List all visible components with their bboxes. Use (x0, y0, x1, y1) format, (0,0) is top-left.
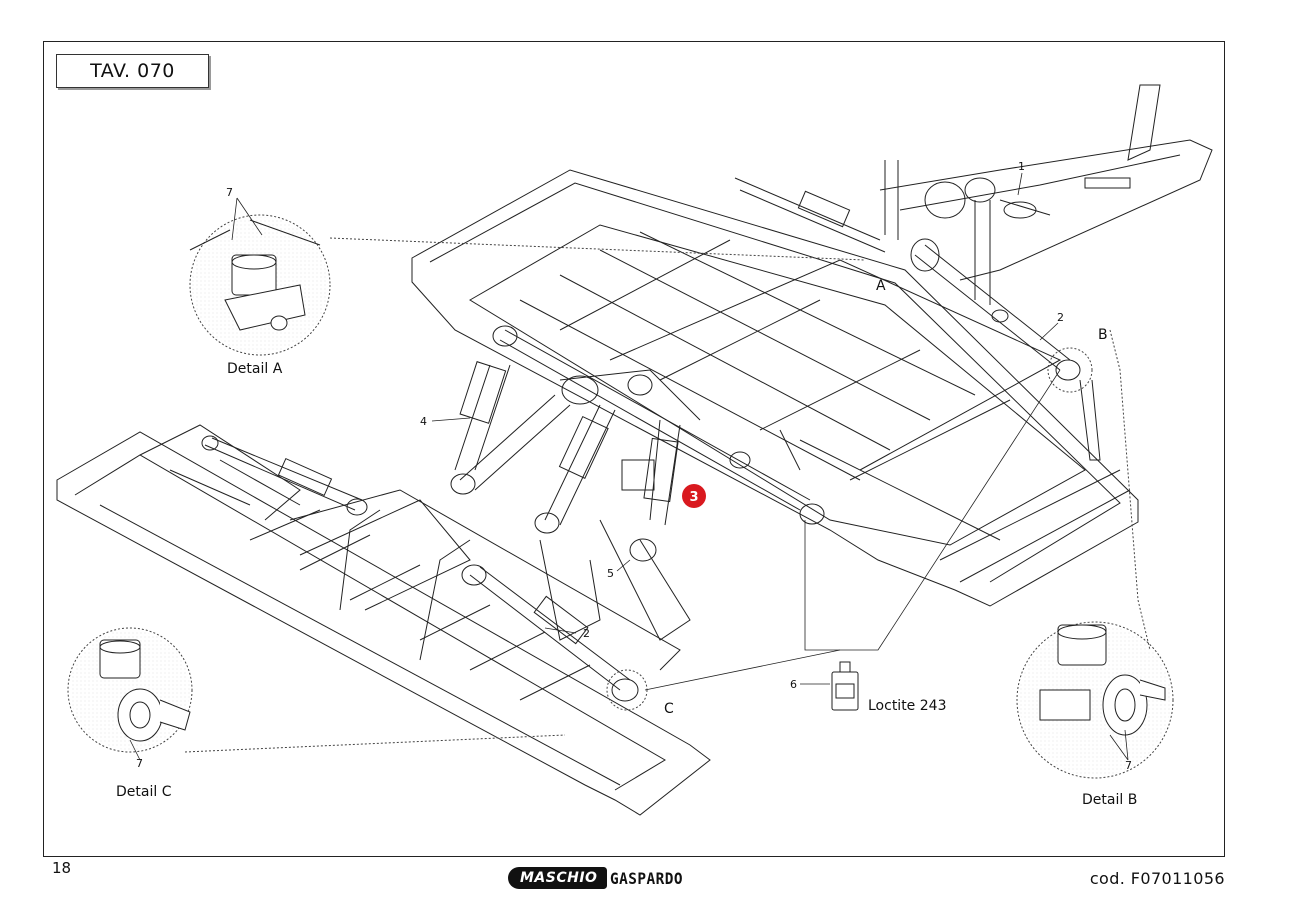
cylinder-upper (734, 177, 1101, 461)
detail-ref-b: B (1098, 327, 1108, 343)
detail-c-label: Detail C (116, 784, 172, 800)
brand-logo: MASCHIO GASPARDO (508, 865, 692, 891)
detail-a-bushing (189, 219, 321, 331)
drawbar (879, 84, 1213, 305)
lift-cylinders (450, 361, 701, 562)
table-reference-box: TAV. 070 (56, 54, 209, 88)
detail-b-bushing (1039, 624, 1166, 736)
callout-7-detail-c: 7 (136, 757, 143, 770)
logo-maschio: MASCHIO (508, 867, 608, 889)
wing-frame (56, 424, 711, 816)
callout-1: 1 (1018, 160, 1025, 173)
detail-b-label: Detail B (1082, 792, 1137, 808)
document-code: cod. F07011056 (1089, 869, 1225, 888)
cylinder-middle (492, 325, 825, 525)
callout-7-detail-a: 7 (226, 186, 233, 199)
cylinder-lower (201, 435, 639, 702)
callout-2-lower: 2 (583, 627, 590, 640)
detail-c-circle (67, 627, 193, 753)
callout-4: 4 (420, 415, 427, 428)
highlight-marker[interactable] (682, 484, 706, 508)
loctite-label: Loctite 243 (868, 698, 946, 714)
detail-c-bushing (99, 639, 191, 742)
logo-gaspardo: GASPARDO (610, 868, 684, 888)
main-frame (411, 169, 1139, 607)
callout-3: 3 (689, 490, 698, 505)
detail-a-circle (189, 214, 331, 356)
detail-ref-c: C (664, 701, 674, 717)
detail-ref-a: A (876, 278, 886, 294)
callout-7-detail-b: 7 (1125, 759, 1132, 772)
callout-6: 6 (790, 678, 797, 691)
page-number: 18 (52, 859, 72, 877)
detail-a-label: Detail A (227, 361, 283, 377)
drawing-frame (43, 41, 1225, 857)
callout-2-upper: 2 (1057, 311, 1064, 324)
detail-b-circle (1016, 621, 1174, 779)
loctite-bottle-icon (831, 661, 859, 711)
callout-5: 5 (607, 567, 614, 580)
